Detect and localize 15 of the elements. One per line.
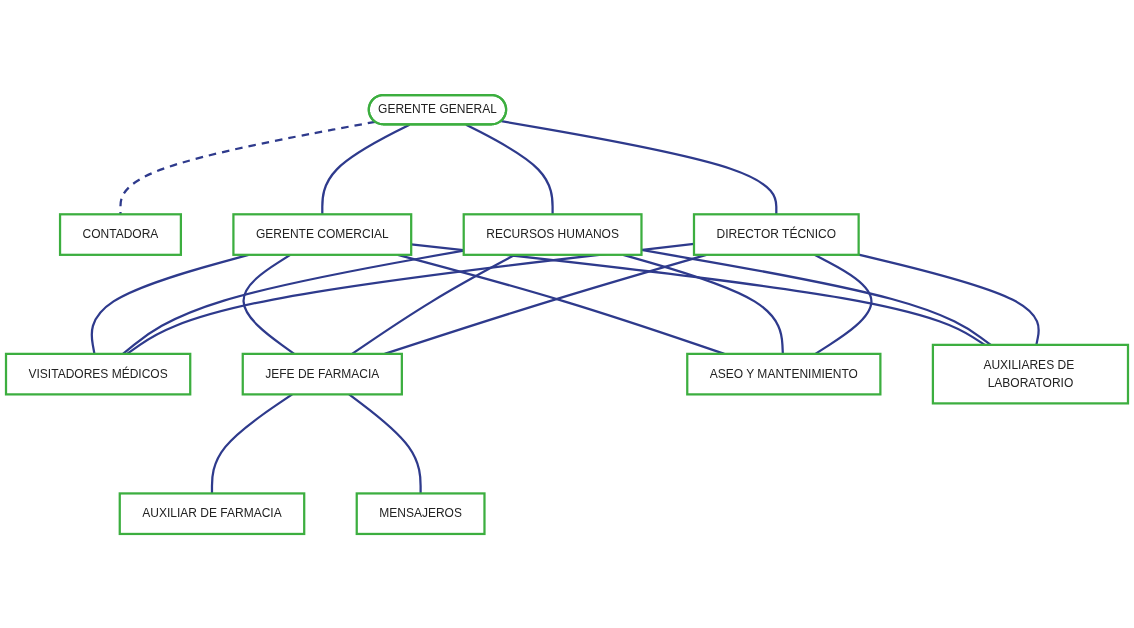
- node-box: ASEO Y MANTENIMIENTO: [686, 352, 882, 396]
- node-box: GERENTE COMERCIAL: [232, 212, 413, 256]
- connector: [501, 119, 778, 214]
- connector: [858, 252, 1040, 345]
- node-box: DIRECTOR TÉCNICO: [692, 212, 860, 256]
- node-box: JEFE DE FARMACIA: [241, 352, 403, 396]
- node-box: VISITADORES MÉDICOS: [4, 352, 192, 396]
- connector: [321, 123, 411, 214]
- connector: [348, 393, 422, 493]
- node-box: AUXILIAR DE FARMACIA: [118, 491, 306, 535]
- node-box: CONTADORA: [58, 212, 182, 256]
- node-box: RECURSOS HUMANOS: [462, 212, 643, 256]
- node-box: MENSAJEROS: [355, 491, 486, 535]
- connector: [465, 123, 554, 214]
- node-box: AUXILIARES DE LABORATORIO: [931, 343, 1130, 405]
